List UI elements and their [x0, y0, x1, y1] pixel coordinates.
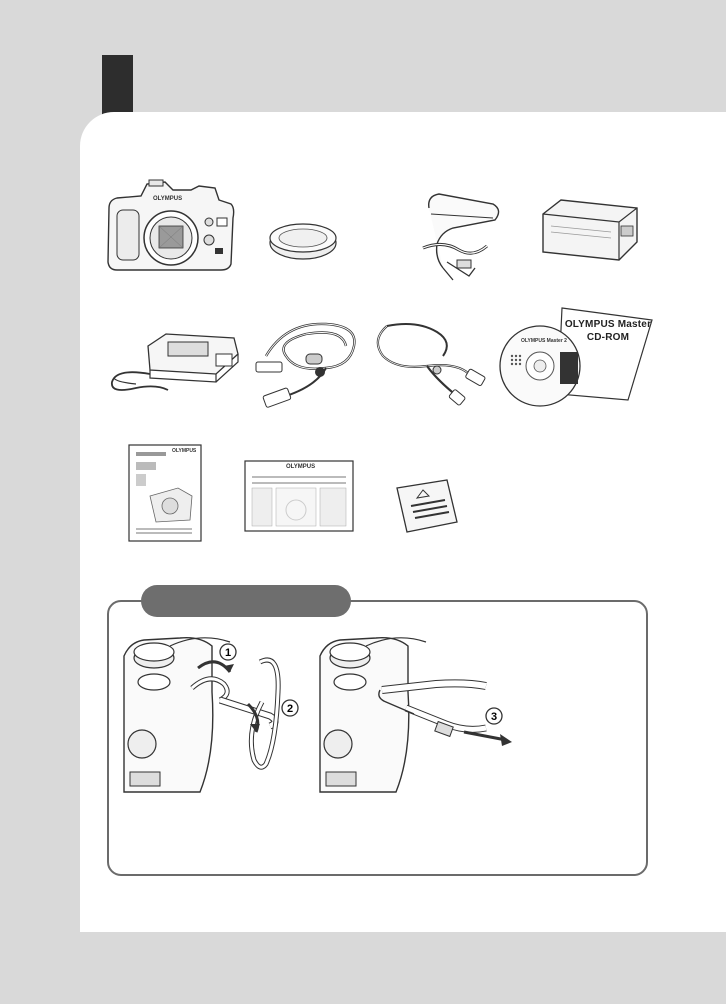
battery-pack-illustration [533, 196, 645, 266]
instruction-manual-illustration: OLYMPUS [128, 444, 202, 542]
camera-body-illustration: OLYMPUS [103, 178, 238, 273]
cd-rom-title: OLYMPUS Master [564, 319, 652, 330]
usb-cable-illustration [246, 316, 361, 411]
camera-brand-text: OLYMPUS [153, 196, 183, 202]
warranty-card-illustration: OLYMPUS [244, 460, 354, 532]
strap-step-illustration-1: 1 2 [120, 632, 305, 797]
step-number-3: 3 [491, 711, 497, 723]
strap-section-title-bar [141, 585, 351, 617]
av-cable-illustration [367, 316, 492, 411]
warranty-brand-text: OLYMPUS [286, 464, 316, 470]
cd-disc-label: OLYMPUS Master 2 [521, 338, 567, 344]
battery-charger-illustration [106, 328, 246, 398]
strap-step-illustration-2: 3 [316, 632, 526, 797]
shoulder-strap-illustration [413, 188, 508, 286]
section-tab-marker [102, 55, 133, 115]
step-number-2: 2 [287, 703, 293, 715]
battery-cover-illustration [393, 476, 461, 536]
step-number-1: 1 [225, 647, 231, 659]
cd-rom-subtitle: CD-ROM [586, 332, 630, 343]
cd-rom-sleeve-label: OLYMPUS Master CD-ROM [563, 318, 653, 344]
manual-brand-text: OLYMPUS [172, 448, 197, 454]
cd-rom-illustration: OLYMPUS Master 2 [498, 304, 658, 414]
body-cap-illustration [268, 221, 338, 261]
